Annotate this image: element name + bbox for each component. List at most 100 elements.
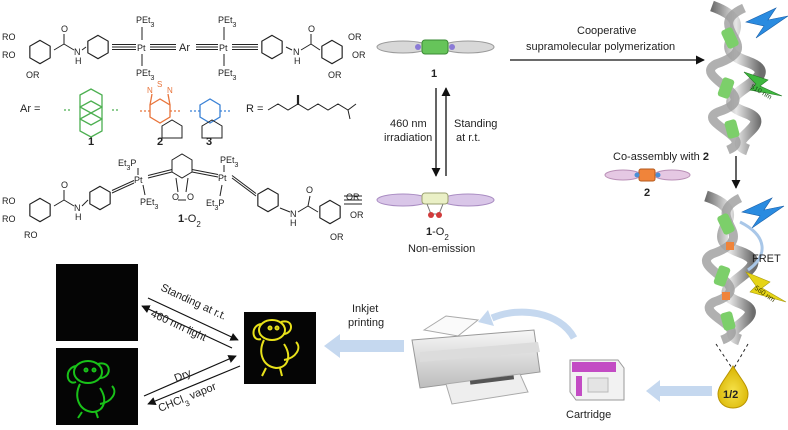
or-ox-3: OR (330, 232, 344, 242)
btd-s: S (157, 80, 162, 89)
switch-arrows-bottom (143, 355, 241, 405)
et3p-ox-left: Et3P (118, 158, 136, 172)
nonemission-label: Non-emission (408, 243, 475, 255)
pet3-bottom-left: PEt3 (136, 68, 155, 82)
ar-label-2: 2 (157, 136, 163, 148)
r-alkyl-chain (267, 103, 357, 111)
et3p-ox-right: Et3P (206, 198, 224, 212)
or-right-1: OR (348, 32, 362, 42)
benzene-structure (190, 98, 230, 124)
pt-left: Pt (137, 43, 146, 53)
monomer-label: 1 (431, 68, 437, 80)
or-ox-2: OR (350, 210, 364, 220)
forward-label-1: 460 nm (390, 118, 427, 130)
inkjet-label-2: printing (348, 317, 384, 329)
dopant-cartoon (604, 168, 691, 182)
pet3-ox-right: PEt3 (220, 155, 239, 169)
left-gallate-ring (29, 39, 51, 65)
gallate-left-ox (29, 197, 51, 223)
emission-bolt-2 (745, 271, 787, 303)
helix-assembly-1 (706, 0, 766, 156)
inkjet-label-1: Inkjet (352, 303, 378, 315)
ink-drop (717, 365, 749, 409)
anthracene-structure (62, 88, 120, 138)
ar-label: Ar (179, 42, 190, 54)
switch-bottom-label-1: Dry (173, 367, 194, 385)
ro-ox-3: RO (24, 230, 38, 240)
phenyl-left (87, 34, 109, 60)
pt-ox-left: Pt (134, 175, 143, 185)
printer-to-pattern-arrow (324, 334, 404, 358)
switch-top-label-2: 460 nm light (149, 308, 208, 344)
amide-n-left: N (74, 47, 81, 57)
phenyl-right (261, 34, 283, 60)
carbonyl-o-right: O (308, 24, 315, 34)
fret-arrow (739, 220, 764, 272)
ar-definitions: Ar = 1 N S N 2 3 R = (20, 80, 357, 148)
cartridge (569, 359, 625, 401)
dog-yellow (252, 319, 300, 377)
coassembly-label: Co-assembly with 2 (613, 151, 709, 163)
helix-assembly-2 (701, 190, 759, 346)
drop-label: 1/2 (723, 389, 738, 401)
emission-bolt-1 (743, 71, 783, 97)
pet3-top-right: PEt3 (218, 15, 237, 29)
oxidized-cartoon (376, 192, 495, 218)
pet3-ox-left: PEt3 (140, 197, 159, 211)
peroxide-o-left: O (172, 192, 179, 202)
ro-left-2: RO (2, 50, 16, 60)
ro-left-1: RO (2, 32, 16, 42)
endoperoxide-core (161, 119, 223, 201)
fret-label: FRET (752, 253, 781, 265)
pet3-bottom-right: PEt3 (218, 68, 237, 82)
switch-arrows-top (141, 297, 239, 349)
polymerization-label-2: supramolecular polymerization (526, 41, 675, 53)
anthracene-block (421, 39, 449, 55)
amide-n-ox-left: N (74, 203, 81, 213)
or-ox-1: OR (346, 192, 360, 202)
ro-left-3: OR (26, 70, 40, 80)
dopant-label: 2 (644, 187, 650, 199)
amide-h-ox-left: H (75, 212, 82, 222)
monomer-cartoon (376, 39, 495, 55)
amide-n-right: N (293, 47, 300, 57)
carbonyl-o-left: O (61, 24, 68, 34)
pt-right: Pt (219, 43, 228, 53)
printer (411, 315, 541, 405)
gallate-right-ox (319, 199, 341, 225)
polymerization-label-1: Cooperative (577, 25, 636, 37)
forward-label-2: irradiation (384, 132, 432, 144)
or-right-3: OR (328, 70, 342, 80)
r-definition-label: R = (246, 103, 263, 115)
carbonyl-o-ox-right: O (306, 185, 313, 195)
dog-green (66, 360, 116, 419)
carbonyl-o-ox-left: O (61, 180, 68, 190)
right-gallate-ring (321, 39, 343, 65)
phenyl-ox-right (257, 187, 279, 213)
excitation-bolt-1 (745, 7, 788, 39)
excitation-bolt-2 (741, 197, 785, 229)
ar-label-1: 1 (88, 136, 94, 148)
reverse-label-1: Standing (454, 118, 497, 130)
pet3-top-left: PEt3 (136, 15, 155, 29)
cartridge-to-printer-arrow (490, 308, 578, 340)
phenyl-ox-left (89, 185, 111, 211)
oxidized-structure: RO RO RO O N H Pt Et3P PEt3 O O (2, 119, 364, 242)
btd-n-right: N (167, 86, 173, 95)
btd-n-left: N (147, 86, 153, 95)
amide-n-ox-right: N (290, 209, 297, 219)
amide-h-left: H (75, 56, 82, 66)
amide-h-right: H (294, 56, 301, 66)
ar-label-3: 3 (206, 136, 212, 148)
reverse-label-2: at r.t. (456, 132, 480, 144)
ro-ox-2: RO (2, 214, 16, 224)
cartridge-label: Cartridge (566, 409, 611, 421)
pt-ox-right: Pt (218, 173, 227, 183)
dark-pattern-panel (56, 264, 138, 341)
top-structure: RO RO OR O N H Pt PEt3 PEt3 Ar Pt PEt3 P… (2, 15, 366, 82)
oxidized-label: 1-O2 (426, 226, 449, 242)
peroxide-o-right: O (187, 192, 194, 202)
compound-1o2-label: 1-O2 (178, 213, 201, 229)
benzothiadiazole-structure (140, 93, 180, 124)
